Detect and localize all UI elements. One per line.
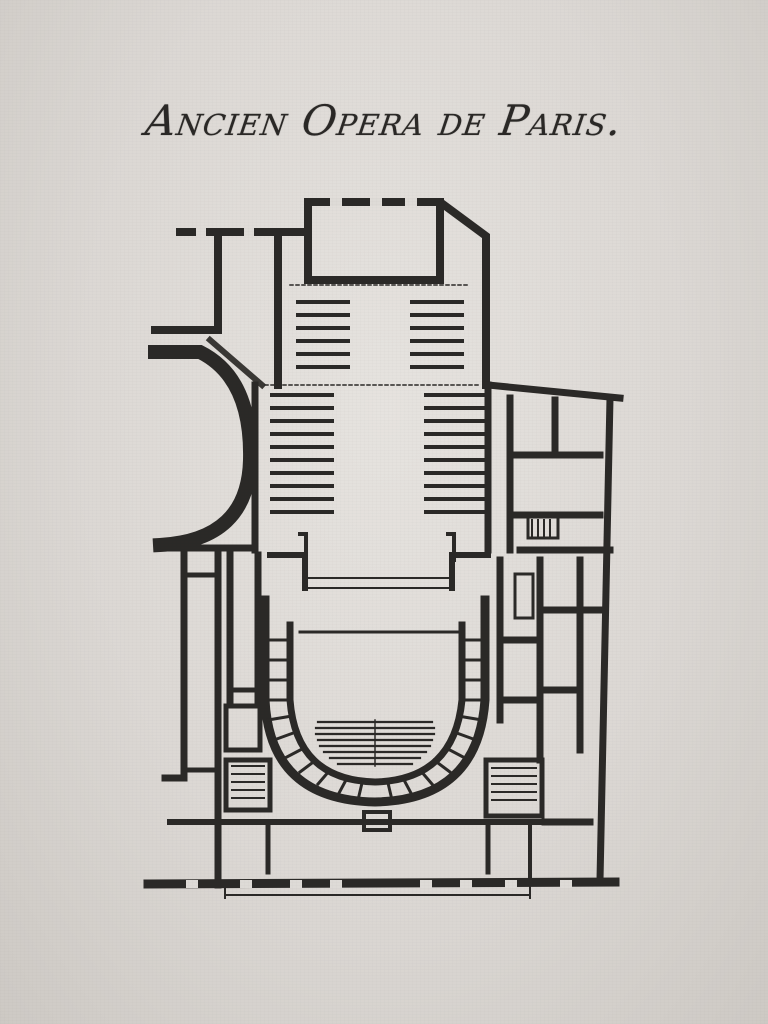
lobby-staircases [223,703,545,819]
central-entrance [362,810,392,832]
box-partitions [264,638,487,802]
auditorium-proscenium [267,532,491,634]
auditorium-horseshoe-outer [260,595,490,807]
auditorium-horseshoe-inner [286,621,466,786]
stage-wing-flats [270,300,488,514]
curved-vestibule-wall [148,345,258,553]
right-annex-rooms [496,394,614,884]
window-openings [186,198,572,888]
foyer-walls [143,818,620,899]
parterre-benches [314,719,436,767]
stage-house-walls [151,198,490,389]
stage-walls [251,284,624,554]
left-annex-corridor [156,544,262,889]
